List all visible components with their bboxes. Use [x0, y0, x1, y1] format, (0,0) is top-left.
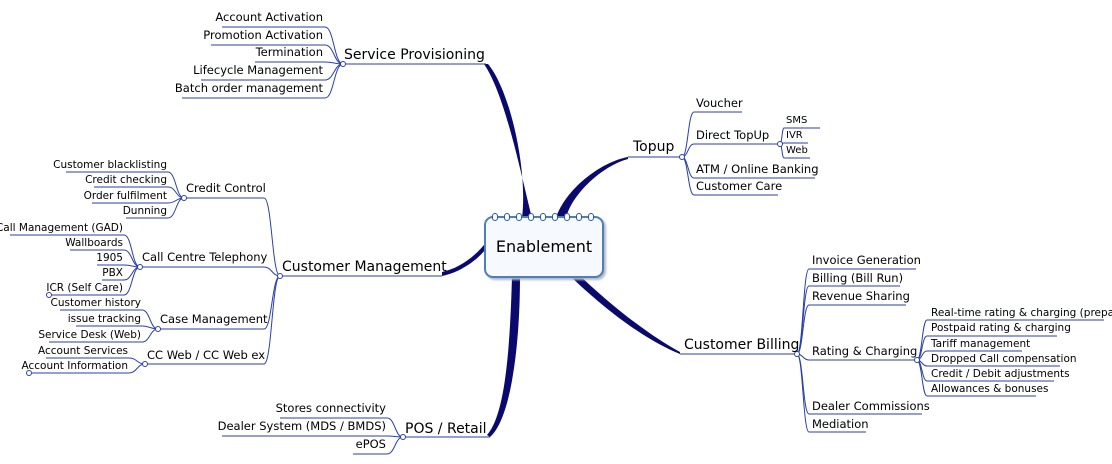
subtopic-call-centre-telephony[interactable]: Call Centre Telephony	[142, 250, 268, 264]
leaf-service-desk-web[interactable]: Service Desk (Web)	[38, 329, 141, 341]
subtopic-atm-online-banking[interactable]: ATM / Online Banking	[696, 162, 819, 176]
subtopic-customer-care[interactable]: Customer Care	[696, 179, 783, 193]
subtopic-direct-topup[interactable]: Direct TopUp	[696, 128, 770, 142]
binder-ring-icon	[576, 213, 582, 221]
binder-ring-icon	[516, 213, 522, 221]
leaf-ivr[interactable]: IVR	[786, 130, 803, 141]
binder-ring-icon	[540, 213, 546, 221]
leaf-order-fulfilment[interactable]: Order fulfilment	[83, 190, 167, 202]
subtopic-billing-bill-run[interactable]: Billing (Bill Run)	[812, 271, 904, 285]
leaf-credit-checking[interactable]: Credit checking	[85, 174, 167, 186]
leaf-postpaid-rating[interactable]: Postpaid rating & charging	[931, 322, 1071, 334]
trunk-service-provisioning	[484, 64, 532, 218]
topic-customer-billing[interactable]: Customer Billing	[684, 337, 800, 353]
subtopic-invoice-generation[interactable]: Invoice Generation	[812, 253, 921, 267]
leaf-customer-blacklisting[interactable]: Customer blacklisting	[53, 159, 167, 171]
subtopic-termination[interactable]: Termination	[255, 45, 323, 59]
binder-ring-icon	[504, 213, 510, 221]
trunk-pos-retail	[487, 276, 520, 437]
subtopic-lifecycle-management[interactable]: Lifecycle Management	[193, 63, 323, 77]
leaf-web[interactable]: Web	[786, 145, 808, 156]
subtopic-cc-web[interactable]: CC Web / CC Web ex	[147, 348, 266, 362]
leaf-allowances-bonuses[interactable]: Allowances & bonuses	[931, 383, 1049, 395]
leaf-call-management[interactable]: Call Management (GAD)	[0, 222, 123, 234]
binder-ring-icon	[588, 213, 594, 221]
subtopic-dealer-system[interactable]: Dealer System (MDS / BMDS)	[217, 419, 386, 433]
subtopic-promotion-activation[interactable]: Promotion Activation	[203, 28, 323, 42]
leaf-dropped-call-compensation[interactable]: Dropped Call compensation	[931, 353, 1077, 365]
subtopic-mediation[interactable]: Mediation	[812, 417, 869, 431]
binder-ring-icon	[564, 213, 570, 221]
leaf-issue-tracking[interactable]: issue tracking	[67, 313, 141, 325]
topic-pos-retail[interactable]: POS / Retail	[405, 421, 487, 437]
trunk-customer-billing	[566, 272, 680, 354]
main-trunks	[442, 64, 680, 437]
leaf-icr-self-care[interactable]: ICR (Self Care)	[46, 282, 123, 294]
topic-topup[interactable]: Topup	[633, 139, 675, 155]
subtopic-case-management[interactable]: Case Management	[160, 312, 268, 326]
node-dots	[26, 61, 920, 440]
leaf-account-services[interactable]: Account Services	[37, 345, 128, 357]
subtopic-credit-control[interactable]: Credit Control	[186, 181, 266, 195]
subtopic-voucher[interactable]: Voucher	[696, 96, 743, 110]
binder-ring-icon	[552, 213, 558, 221]
topic-customer-management[interactable]: Customer Management	[282, 259, 447, 275]
trunk-topup	[556, 157, 628, 218]
leaf-customer-history[interactable]: Customer history	[50, 297, 141, 309]
leaf-account-information[interactable]: Account Information	[21, 360, 128, 372]
leaf-realtime-rating[interactable]: Real-time rating & charging (prepay)	[931, 307, 1112, 319]
subtopic-epos[interactable]: ePOS	[355, 437, 386, 451]
subtopic-batch-order-management[interactable]: Batch order management	[174, 81, 323, 95]
leaf-sms[interactable]: SMS	[786, 115, 808, 126]
leaf-pbx[interactable]: PBX	[102, 267, 123, 279]
central-topic-label: Enablement	[495, 237, 593, 256]
leaf-credit-debit-adjustments[interactable]: Credit / Debit adjustments	[931, 368, 1070, 380]
leaf-dunning[interactable]: Dunning	[122, 205, 167, 217]
leaf-wallboards[interactable]: Wallboards	[65, 237, 123, 249]
topic-service-provisioning[interactable]: Service Provisioning	[344, 47, 485, 63]
binder-ring-icon	[528, 213, 534, 221]
subtopic-stores-connectivity[interactable]: Stores connectivity	[275, 401, 386, 415]
central-topic[interactable]: Enablement	[484, 213, 604, 278]
leaf-1905[interactable]: 1905	[96, 252, 123, 264]
leaf-tariff-management[interactable]: Tariff management	[931, 338, 1031, 350]
subtopic-dealer-commissions[interactable]: Dealer Commissions	[812, 399, 930, 413]
subtopic-revenue-sharing[interactable]: Revenue Sharing	[812, 289, 910, 303]
trunk-customer-management	[442, 240, 488, 276]
binder-ring-icon	[492, 213, 498, 221]
subtopic-rating-charging[interactable]: Rating & Charging	[812, 344, 918, 358]
subtopic-account-activation[interactable]: Account Activation	[215, 10, 323, 24]
